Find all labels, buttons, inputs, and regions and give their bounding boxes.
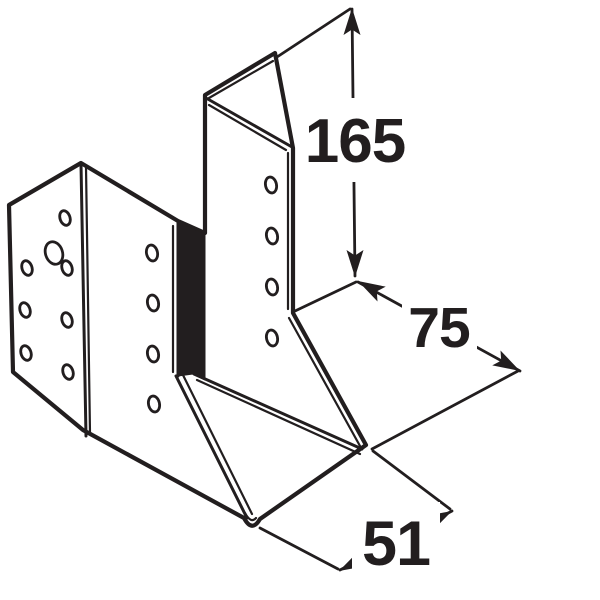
dimension-depth: 75 xyxy=(356,280,522,451)
nail-hole xyxy=(18,301,32,319)
depth-extension-line xyxy=(370,369,520,451)
depth-label-box xyxy=(402,291,477,363)
width-label-box xyxy=(352,502,440,585)
flange-ridge-offset xyxy=(84,165,92,435)
dimension-width: 51 xyxy=(258,449,454,585)
width-dimension-label: 51 xyxy=(362,509,430,579)
flange-ridge-edge xyxy=(79,162,88,438)
arrowhead-down xyxy=(346,250,364,277)
height-dimension-label: 165 xyxy=(305,107,405,176)
channel-shadow xyxy=(177,221,206,381)
nail-hole xyxy=(146,394,162,414)
top-flap-fold-offset xyxy=(207,103,288,152)
seat-vertex-curve xyxy=(243,511,258,522)
fold-lines xyxy=(79,59,364,522)
seat-right-edge-offset xyxy=(287,316,362,448)
arrowhead-up-left xyxy=(358,281,386,302)
width-right-extension-line xyxy=(371,449,452,511)
left-plate-holes xyxy=(144,243,162,414)
top-flap-fold xyxy=(204,96,294,149)
height-lower-extension-line xyxy=(293,280,358,313)
seat-fold-offset xyxy=(195,378,362,456)
arrowhead-up xyxy=(343,8,361,35)
top-flap-left-offset xyxy=(207,59,275,100)
arrowhead-down-right xyxy=(492,350,520,371)
nail-hole xyxy=(264,277,280,297)
bolt-hole xyxy=(43,240,65,266)
back-flange-holes xyxy=(18,209,75,381)
nail-hole xyxy=(60,259,74,277)
nail-hole xyxy=(19,344,33,362)
seat-chamfer-fold xyxy=(174,374,249,520)
width-left-extension-line xyxy=(258,526,340,571)
nail-hole xyxy=(60,311,74,329)
nail-hole xyxy=(58,209,72,227)
height-label-box xyxy=(312,98,399,182)
nail-hole xyxy=(144,243,160,263)
seat-fold xyxy=(192,372,364,451)
nail-hole xyxy=(61,363,75,381)
nail-hole xyxy=(20,259,34,277)
depth-dimension-label: 75 xyxy=(408,296,470,360)
nail-hole xyxy=(263,175,279,195)
nail-hole xyxy=(264,328,280,348)
seat-chamfer-offset xyxy=(180,371,254,516)
nail-hole xyxy=(264,226,280,246)
dimension-height: 165 xyxy=(275,7,406,313)
right-plate-holes xyxy=(263,175,280,348)
nail-hole xyxy=(145,344,161,364)
nail-hole xyxy=(145,293,161,313)
bracket-body xyxy=(6,50,369,528)
height-extension-line xyxy=(275,7,352,59)
